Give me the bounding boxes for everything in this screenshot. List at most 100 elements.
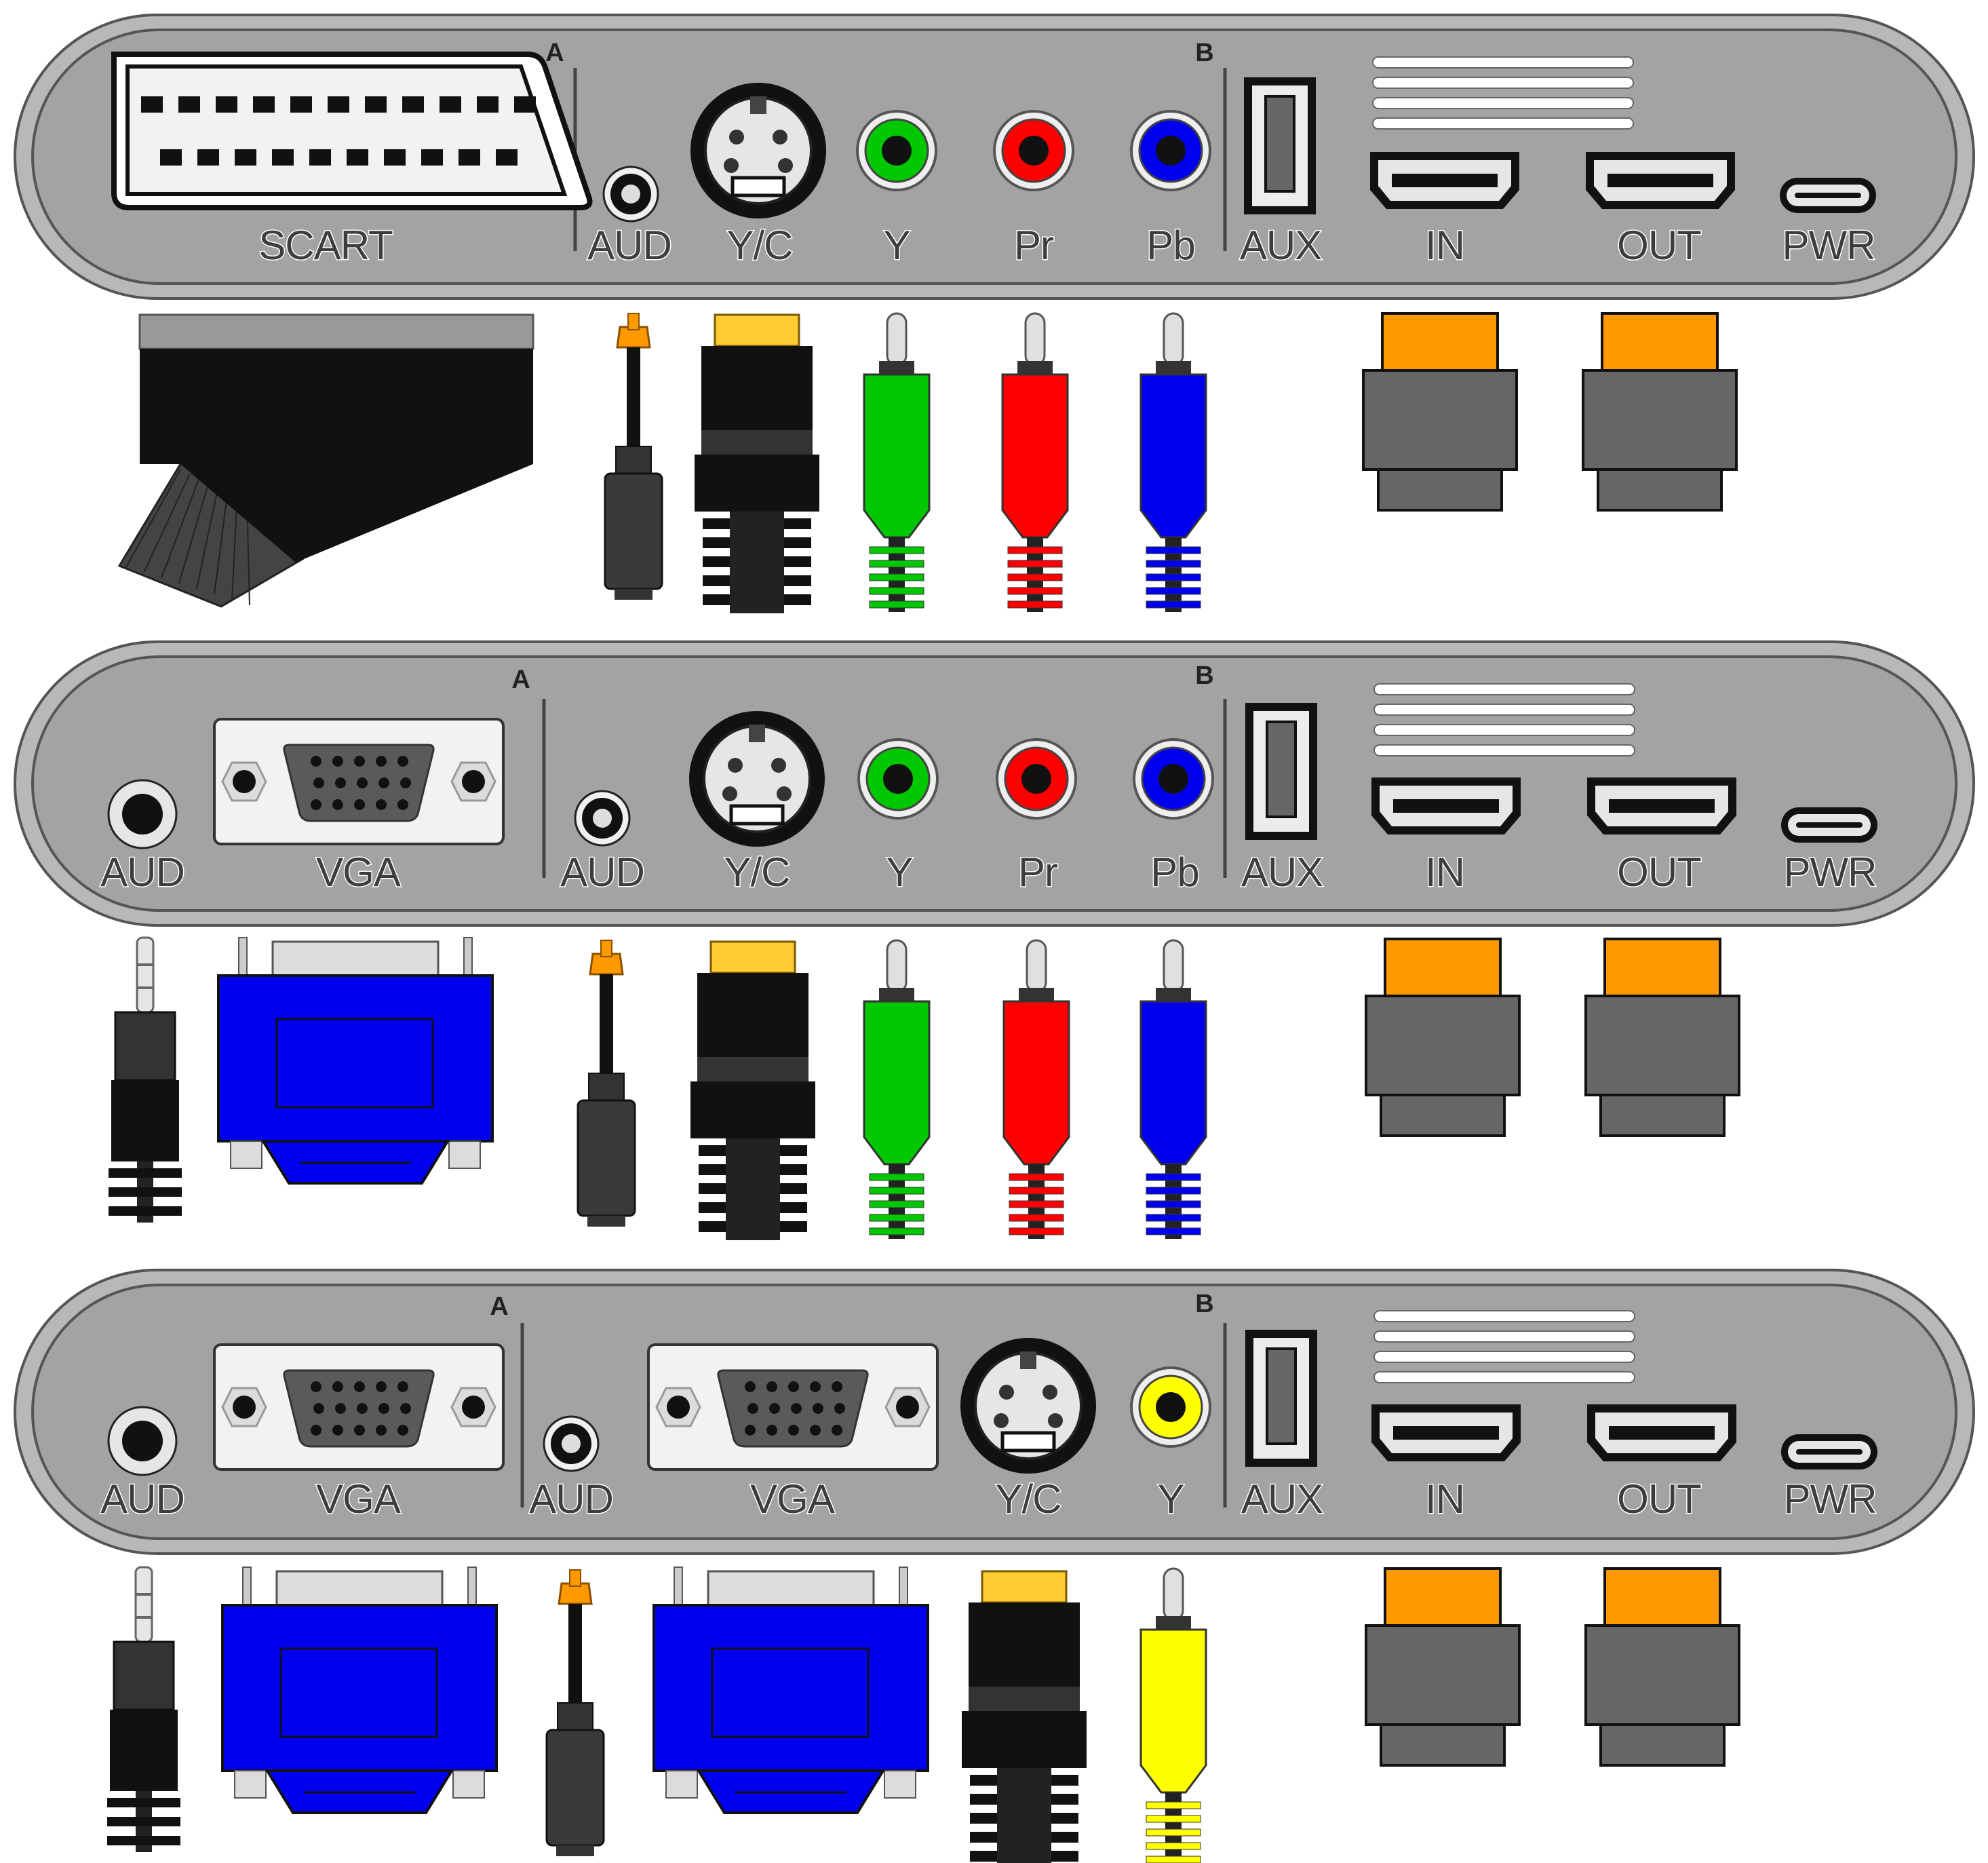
- port-label: VGA: [316, 1476, 401, 1522]
- port-label: AUX: [1241, 1476, 1323, 1522]
- port-label: AUD: [560, 849, 644, 895]
- svideo-tip: [981, 1570, 1068, 1604]
- usb-tongue: [1266, 721, 1297, 818]
- svideo-body-upper: [697, 973, 808, 1057]
- rca-collar: [1019, 988, 1054, 1001]
- vga-plug-screw: [238, 937, 248, 976]
- scart-pin: [402, 96, 424, 113]
- svideo-body-lower: [690, 1081, 815, 1138]
- port-label: OUT: [1617, 223, 1701, 268]
- vga-pin: [354, 1381, 365, 1392]
- jack-strain-rib: [107, 1798, 180, 1807]
- svideo-plug-icon: [962, 1570, 1087, 1863]
- rca-strain-rib: [1146, 560, 1201, 568]
- usb-tongue: [1266, 1347, 1297, 1445]
- vga-pin: [766, 1381, 777, 1392]
- hdmi-plug-body: [1584, 1624, 1740, 1726]
- svideo-notch: [729, 804, 785, 826]
- hdmi-plug-tip: [1601, 312, 1719, 372]
- vga-pin: [400, 1403, 411, 1414]
- scart-pin: [365, 96, 387, 113]
- hdmi-plug-tail: [1599, 1094, 1726, 1137]
- optical-cable: [568, 1604, 582, 1706]
- svideo-key: [750, 96, 766, 114]
- scart-pin: [328, 96, 349, 113]
- vga-pin: [766, 1425, 777, 1436]
- vga-plug-icon: [221, 1567, 498, 1814]
- optical-collar: [588, 1073, 625, 1102]
- rca-strain-rib: [869, 1227, 924, 1235]
- vent-slot: [1373, 704, 1635, 716]
- vga-pin: [813, 1403, 823, 1414]
- cable-row-1: [117, 312, 1738, 613]
- vga-pin: [397, 756, 408, 767]
- svideo-body-lower: [695, 455, 819, 512]
- svideo-pin: [724, 158, 739, 173]
- rca-strain-rib: [1146, 1828, 1201, 1837]
- section-label: A: [490, 1292, 508, 1321]
- rca-strain-rib: [1009, 1227, 1064, 1235]
- scart-cable-stripe: [125, 469, 181, 568]
- vent-slot: [1372, 56, 1634, 69]
- vga-plug-thumbscrew: [230, 1140, 262, 1169]
- rca-strain-rib: [1009, 1173, 1064, 1181]
- vga-pin: [791, 1403, 802, 1414]
- vent-slot: [1372, 117, 1634, 130]
- scart-pin: [160, 149, 182, 166]
- port-label: AUD: [100, 1476, 184, 1522]
- rca-strain-rib: [869, 546, 924, 554]
- port-label: IN: [1425, 849, 1464, 895]
- hdmi-plug-tip: [1381, 312, 1499, 372]
- jack-plug-icon: [107, 1566, 180, 1852]
- rca-strain-rib: [1146, 587, 1201, 595]
- svideo-body-upper: [969, 1602, 1080, 1687]
- jack-strain-rib: [109, 1187, 182, 1197]
- rca-strain-rib: [1007, 560, 1063, 568]
- scart-inner: [125, 64, 568, 196]
- optical-collar: [615, 446, 652, 476]
- vent-slot: [1373, 1310, 1635, 1322]
- svideo-key: [1020, 1351, 1036, 1369]
- svideo-band: [697, 1057, 808, 1081]
- scart-pin: [141, 96, 163, 113]
- vga-plug-shell: [271, 940, 440, 980]
- rca-collar: [1156, 988, 1191, 1001]
- jack-plug-body: [111, 1080, 179, 1161]
- scart-cable-stripe: [161, 477, 200, 579]
- scart-pin: [421, 149, 443, 166]
- hdmi-tongue: [1393, 799, 1499, 813]
- port-label: AUD: [587, 223, 671, 268]
- rca-plug-body: [863, 1000, 931, 1166]
- rca-blue-plug-icon: [1139, 312, 1207, 612]
- rca-strain-rib: [869, 1173, 924, 1181]
- scart-pin: [477, 96, 499, 113]
- vga-plug-inset: [279, 1647, 438, 1738]
- svideo-notch: [1000, 1431, 1056, 1453]
- vga-pin: [769, 1403, 780, 1414]
- port-label: AUD: [100, 849, 184, 895]
- port-label: VGA: [750, 1476, 835, 1522]
- hdmi-tongue: [1607, 174, 1713, 187]
- section-label: B: [1195, 39, 1213, 67]
- vga-pin: [810, 1425, 821, 1436]
- vga-pin: [311, 1425, 321, 1436]
- rca-strain-rib: [869, 1200, 924, 1208]
- vga-pin: [378, 777, 389, 788]
- rca-hole: [1156, 1392, 1186, 1422]
- port-label: Y: [883, 223, 910, 268]
- optical-collar: [557, 1702, 593, 1732]
- svideo-pin: [778, 158, 793, 173]
- usbc-tongue: [1795, 193, 1861, 198]
- rca-plug-body: [1002, 1000, 1070, 1166]
- svideo-pin: [999, 1385, 1014, 1400]
- svideo-tip: [714, 313, 800, 347]
- port-label: Y/C: [724, 849, 790, 895]
- scart-plug-body: [140, 349, 533, 562]
- vga-pin: [400, 777, 411, 788]
- rca-hole: [1158, 764, 1188, 794]
- scart-pin: [384, 149, 406, 166]
- svideo-cable: [997, 1768, 1051, 1863]
- optical-plug-icon: [545, 1569, 605, 1856]
- svideo-pin: [729, 130, 744, 145]
- rca-pin: [1163, 939, 1184, 993]
